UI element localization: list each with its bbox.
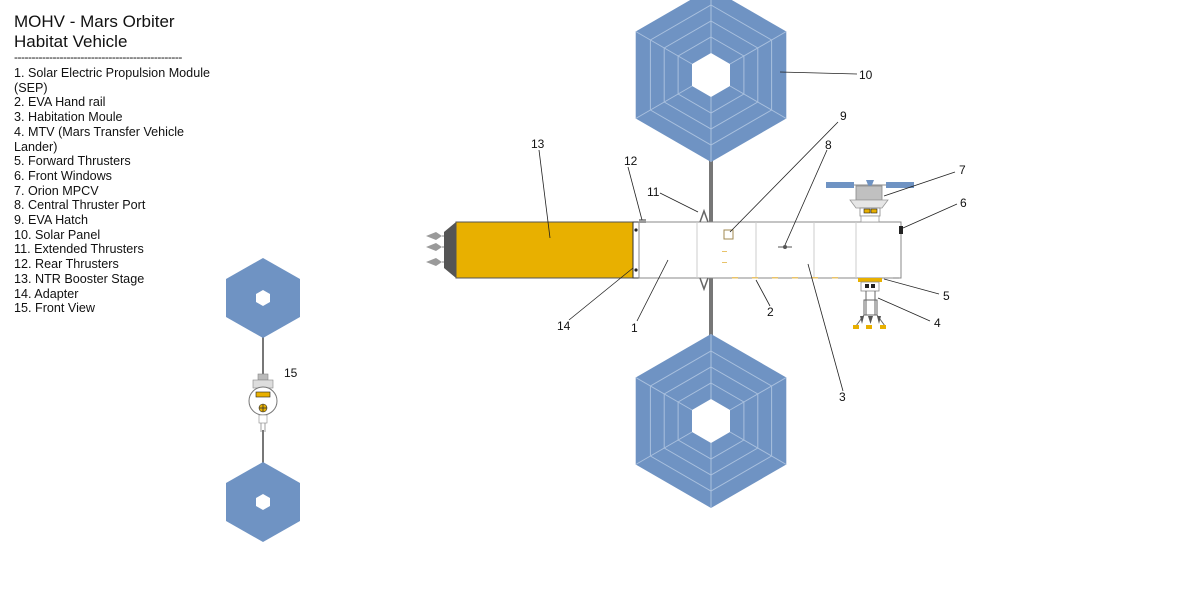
callout-10: 10: [859, 68, 873, 82]
rear-thruster-block: [639, 219, 646, 223]
legend-separator: ----------------------------------------…: [14, 50, 182, 64]
callout-3: 3: [839, 390, 846, 404]
front-view: [226, 258, 300, 542]
legend-item: 6. Front Windows: [14, 168, 112, 183]
callout-4: 4: [934, 316, 941, 330]
legend-item: 7. Orion MPCV: [14, 183, 99, 198]
callout-8: 8: [825, 138, 832, 152]
solar-panel-bottom: [635, 333, 787, 509]
callout-5: 5: [943, 289, 950, 303]
title-line-2: Habitat Vehicle: [14, 32, 128, 51]
legend-item: 8. Central Thruster Port: [14, 198, 146, 213]
callout-13: 13: [531, 137, 545, 151]
callout-12: 12: [624, 154, 638, 168]
callout-7: 7: [959, 163, 966, 177]
legend-item: 5. Forward Thrusters: [14, 154, 131, 169]
legend-list: 1. Solar Electric Propulsion Module (SEP…: [14, 66, 224, 316]
diagram-title: MOHV - Mars Orbiter Habitat Vehicle: [14, 12, 224, 52]
legend-item: 4. MTV (Mars Transfer Vehicle Lander): [14, 124, 185, 154]
orion-mpcv: [826, 180, 914, 223]
callout-1: 1: [631, 321, 638, 335]
callout-14: 14: [557, 319, 571, 333]
ntr-nozzle: [444, 222, 456, 278]
legend-item: 9. EVA Hatch: [14, 213, 88, 228]
main-hull: [638, 221, 902, 279]
extended-thrusters: [699, 208, 709, 292]
legend-item: 2. EVA Hand rail: [14, 95, 106, 110]
callout-9: 9: [840, 109, 847, 123]
callout-11: 11: [647, 185, 660, 199]
ntr-booster-stage: [455, 221, 637, 279]
title-line-1: MOHV - Mars Orbiter: [14, 12, 175, 31]
forward-thrusters: [893, 277, 899, 279]
callout-6: 6: [960, 196, 967, 210]
front-windows: [899, 226, 903, 234]
central-thruster-port: [778, 245, 792, 249]
legend-item: 14. Adapter: [14, 286, 79, 301]
eva-handrail: [722, 251, 838, 279]
legend-item: 10. Solar Panel: [14, 227, 101, 242]
eva-hatch: [723, 229, 734, 240]
legend-item: 13. NTR Booster Stage: [14, 271, 145, 286]
legend-item: 1. Solar Electric Propulsion Module (SEP…: [14, 66, 210, 95]
legend-item: 11. Extended Thrusters: [14, 242, 144, 257]
callout-2: 2: [767, 305, 774, 319]
leader-lines: [538, 71, 958, 392]
solar-panel-top: [635, 0, 787, 163]
mtv-lander: [853, 278, 886, 329]
legend-item: 15. Front View: [14, 301, 95, 316]
callout-15: 15: [284, 366, 298, 380]
legend-item: 3. Habitation Moule: [14, 110, 123, 125]
legend-item: 12. Rear Thrusters: [14, 257, 119, 272]
